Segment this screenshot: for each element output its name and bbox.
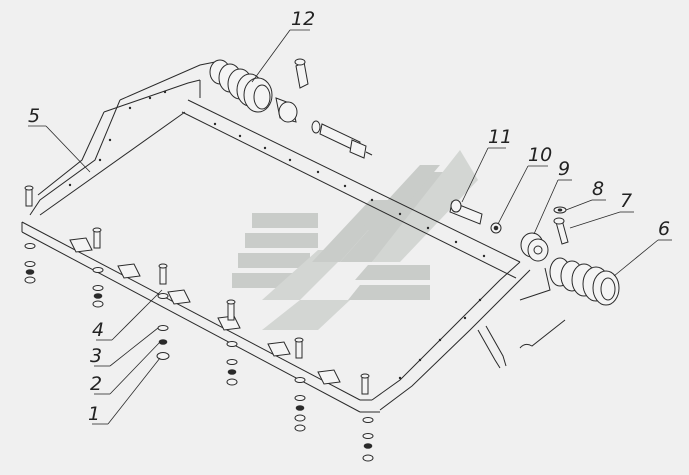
callout-8: 8 (565, 178, 606, 211)
watermark-logo (232, 150, 478, 330)
spring-12 (209, 59, 298, 123)
shaft-bolt (294, 58, 373, 159)
callout-label: 2 (90, 373, 102, 395)
fastener-stacks (24, 185, 374, 462)
callout-label: 1 (88, 403, 100, 425)
callout-label: 5 (28, 105, 40, 127)
callout-label: 11 (488, 126, 512, 148)
callout-7: 7 (569, 190, 634, 229)
pin-7 (553, 217, 569, 245)
fastener-stack-b (92, 227, 104, 308)
frame-5 (21, 61, 566, 413)
callout-label: 10 (528, 144, 552, 166)
bushing-11 (449, 199, 483, 225)
callout-label: 4 (92, 319, 104, 341)
callout-4: 4 (92, 289, 163, 341)
fastener-stack-c (156, 263, 170, 360)
callout-label: 8 (592, 178, 604, 200)
callout-6: 6 (613, 218, 672, 277)
frame-holes (68, 90, 486, 380)
washer-8 (553, 206, 567, 214)
callout-label: 9 (558, 158, 570, 180)
fastener-stack-f (360, 373, 374, 462)
fastener-stack-a (24, 185, 36, 284)
callout-11: 11 (461, 126, 512, 203)
callout-label: 12 (291, 8, 315, 30)
callout-5: 5 (28, 105, 91, 173)
callout-label: 6 (658, 218, 670, 240)
washer-10 (490, 222, 502, 234)
callout-1: 1 (88, 357, 161, 425)
callout-10: 10 (497, 144, 552, 225)
fastener-stack-d (226, 299, 238, 386)
callout-2: 2 (90, 341, 161, 395)
roller-9 (520, 232, 549, 262)
fastener-stack-e (294, 337, 306, 432)
front-edge-slots (69, 237, 341, 385)
callout-3: 3 (90, 327, 159, 367)
spring-6 (549, 257, 620, 306)
callout-12: 12 (251, 8, 315, 83)
callout-9: 9 (533, 158, 572, 235)
callout-label: 3 (90, 345, 102, 367)
callout-label: 7 (620, 190, 632, 212)
